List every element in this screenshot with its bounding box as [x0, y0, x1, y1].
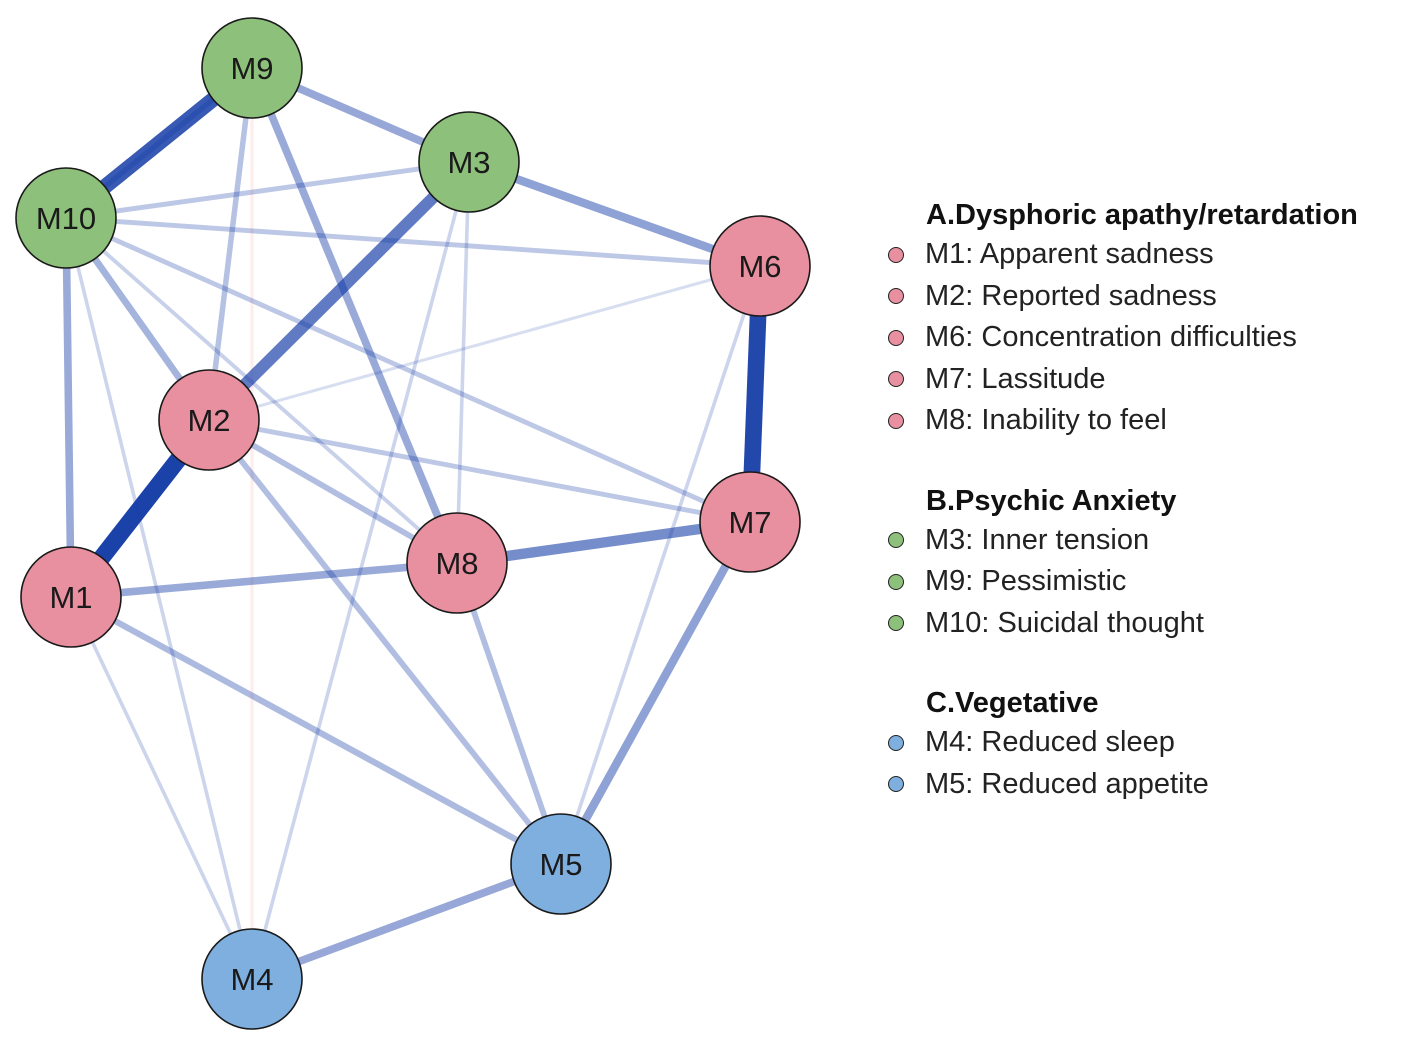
edge-M2-M7: [206, 417, 753, 525]
legend-item: M7: Lassitude: [884, 359, 1414, 401]
legend-item-label: M2: Reported sadness: [925, 279, 1217, 312]
node-circle: [15, 167, 117, 269]
legend-item: M2: Reported sadness: [884, 276, 1414, 318]
node-m4: M4: [201, 928, 303, 1030]
legend-item: M8: Inability to feel: [884, 400, 1414, 442]
legend-item-label: M6: Concentration difficulties: [925, 321, 1297, 354]
edge-M9-M8: [248, 64, 461, 567]
legend-item-label: M4: Reduced sleep: [925, 726, 1175, 759]
node-m8: M8: [406, 512, 508, 614]
legend-item-label: M10: Suicidal thought: [925, 606, 1204, 639]
node-m7: M7: [699, 471, 801, 573]
node-label: M3: [447, 145, 490, 180]
node-circle: [510, 813, 612, 915]
legend-item-label: M5: Reduced appetite: [925, 767, 1209, 800]
node-m1: M1: [20, 546, 122, 648]
legend-item: M9: Pessimistic: [884, 561, 1414, 603]
edge-M1-M8: [67, 559, 461, 601]
node-circle: [709, 215, 811, 317]
legend-item-label: M8: Inability to feel: [925, 404, 1167, 437]
edge-M9-M2: [206, 65, 255, 423]
node-label: M8: [435, 546, 478, 581]
edge-M4-M5: [248, 860, 565, 983]
edge-M3-M8: [455, 160, 471, 565]
legend-group-title: B.Psychic Anxiety: [926, 484, 1177, 517]
node-circle: [20, 546, 122, 648]
legend-item: M5: Reduced appetite: [884, 764, 1414, 806]
legend-swatch-icon: [888, 615, 904, 632]
legend-swatch-icon: [888, 288, 904, 305]
node-label: M6: [738, 249, 781, 284]
edge-M3-M6: [464, 157, 765, 271]
node-circle: [201, 17, 303, 119]
edge-layer: [58, 60, 769, 983]
edge-M3-M4: [250, 160, 471, 981]
legend-item: M3: Inner tension: [884, 520, 1414, 562]
edge-M7-M5: [556, 517, 755, 869]
edge-M10-M7: [63, 215, 753, 525]
edge-M1-M4: [69, 595, 254, 981]
node-label: M9: [230, 51, 273, 86]
edge-M2-M5: [206, 417, 564, 867]
node-label: M5: [539, 847, 582, 882]
legend-item-label: M1: Apparent sadness: [925, 238, 1214, 271]
legend-item: M10: Suicidal thought: [884, 603, 1414, 645]
legend-swatch-icon: [888, 573, 904, 590]
edge-M6-M5: [559, 264, 762, 866]
edge-M10-M6: [63, 215, 763, 269]
node-m10: M10: [15, 167, 117, 269]
legend-group-title: A.Dysphoric apathy/retardation: [926, 199, 1358, 231]
legend-swatch-icon: [888, 776, 904, 793]
legend-swatch-icon: [888, 412, 904, 429]
node-circle: [158, 369, 260, 471]
legend-swatch-icon: [888, 246, 904, 263]
edge-M10-M1: [62, 214, 75, 601]
node-label: M1: [49, 580, 92, 615]
node-m6: M6: [709, 215, 811, 317]
node-label: M2: [187, 403, 230, 438]
legend-item-label: M9: Pessimistic: [925, 565, 1127, 598]
node-m2: M2: [158, 369, 260, 471]
legend-item-label: M7: Lassitude: [925, 362, 1106, 395]
edge-M8-M5: [454, 560, 564, 867]
node-label: M7: [728, 505, 771, 540]
node-circle: [406, 512, 508, 614]
legend-swatch-icon: [888, 734, 904, 751]
node-circle: [201, 928, 303, 1030]
legend-swatch-icon: [888, 532, 904, 549]
legend-item: M1: Apparent sadness: [884, 234, 1414, 276]
edge-M10-M3: [63, 159, 472, 221]
edge-M3-M2: [203, 156, 475, 426]
legend-item-label: M3: Inner tension: [925, 523, 1150, 556]
legend-group-title: C.Vegetative: [926, 687, 1099, 719]
legend-item: M6: Concentration difficulties: [884, 317, 1414, 359]
legend-swatch-icon: [888, 371, 904, 388]
edge-M10-M8: [64, 216, 459, 565]
node-label: M10: [36, 201, 96, 236]
edge-M2-M6: [207, 264, 762, 422]
legend-swatch-icon: [888, 329, 904, 346]
node-circle: [699, 471, 801, 573]
node-circle: [418, 111, 520, 213]
node-m5: M5: [510, 813, 612, 915]
edge-M1-M5: [67, 593, 565, 868]
edge-M10-M4: [64, 216, 254, 981]
node-label: M4: [230, 962, 273, 997]
node-m3: M3: [418, 111, 520, 213]
legend-item: M4: Reduced sleep: [884, 722, 1414, 764]
node-m9: M9: [201, 17, 303, 119]
